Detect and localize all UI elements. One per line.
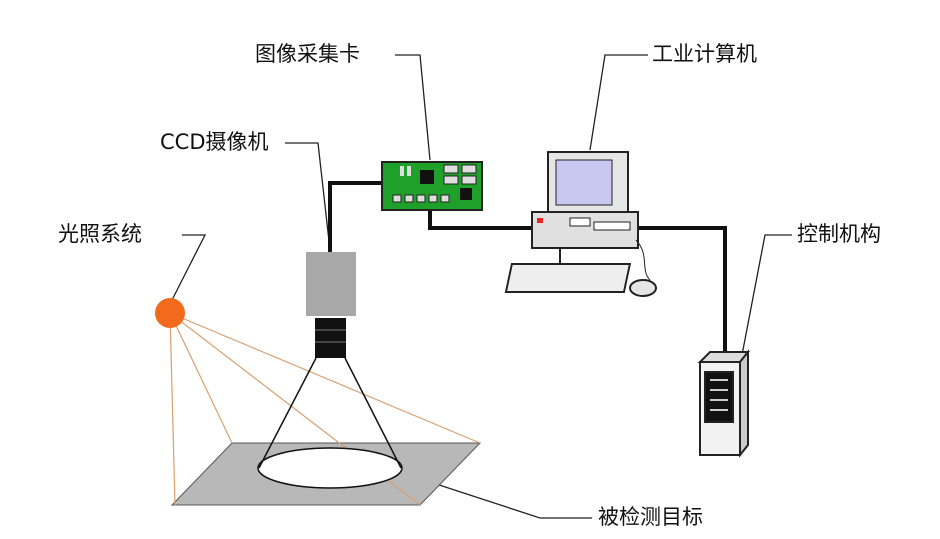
leader-control	[741, 234, 792, 356]
ccd-camera-lens	[315, 318, 346, 358]
leader-computer	[589, 54, 648, 151]
control-cabinet-icon	[697, 349, 751, 458]
ccd-camera-body	[306, 252, 356, 316]
computer-icon	[504, 151, 657, 297]
label-ccd-camera: CCD摄像机	[160, 130, 269, 154]
view-cone-right	[344, 357, 402, 469]
label-lighting-system: 光照系统	[58, 222, 142, 246]
label-control-mechanism: 控制机构	[797, 222, 881, 246]
view-cone-left	[258, 357, 317, 469]
light-ray	[169, 312, 233, 444]
leader-capture-card	[395, 54, 431, 161]
cable-camera-card	[328, 181, 382, 252]
label-capture-card: 图像采集卡	[255, 42, 360, 66]
cable-computer-control	[636, 226, 727, 352]
label-inspected-target: 被检测目标	[598, 505, 703, 529]
field-of-view	[257, 447, 403, 489]
light-ray	[169, 312, 481, 444]
leader-target	[429, 481, 592, 519]
label-industrial-computer: 工业计算机	[652, 42, 757, 66]
light-ray	[169, 312, 176, 506]
capture-card-icon	[381, 161, 483, 211]
leader-light	[171, 234, 207, 301]
light-source-icon	[155, 298, 185, 328]
leader-camera	[285, 142, 331, 251]
cable-card-computer	[428, 208, 532, 230]
